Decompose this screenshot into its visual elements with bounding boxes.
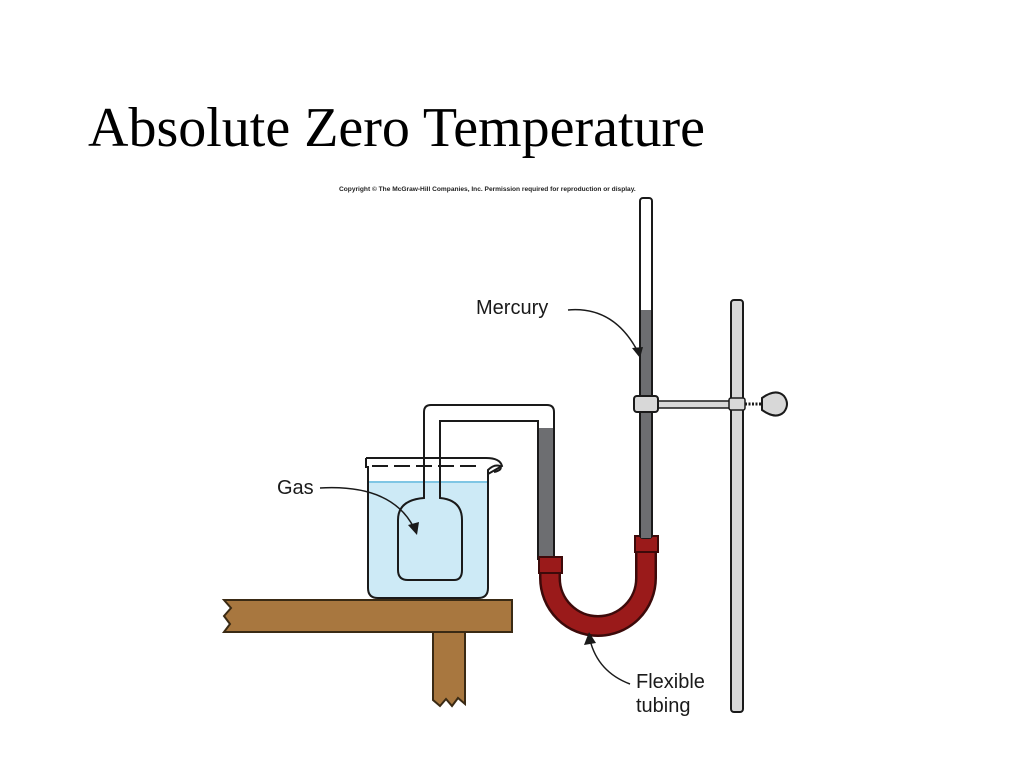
u-tube-fill <box>541 548 655 635</box>
beaker-rim <box>365 457 504 475</box>
left-mercury-column <box>539 428 553 560</box>
mercury-column <box>641 310 651 538</box>
tubing-arrow <box>589 639 631 685</box>
tubing-arrowhead-icon <box>584 632 596 645</box>
table <box>221 599 513 708</box>
ring-stand <box>633 299 788 713</box>
thumb-screw-icon <box>761 391 788 417</box>
label-gas-text: Gas <box>277 477 314 499</box>
mercury-arrow <box>567 308 639 353</box>
tubing-left-cap <box>538 556 563 574</box>
label-flexible-text: Flexible <box>636 671 705 693</box>
beaker <box>365 457 504 599</box>
clamp-ring <box>633 395 659 413</box>
label-gas: Gas <box>277 477 419 535</box>
mercury-tube <box>639 197 653 539</box>
gas-arrow <box>319 486 415 529</box>
connecting-tube <box>423 404 555 560</box>
mercury-arrowhead-icon <box>632 347 643 358</box>
clamp-holder <box>728 397 746 411</box>
label-mercury-text: Mercury <box>476 297 548 319</box>
label-flexible-tubing: Flexible tubing <box>584 632 705 717</box>
copyright-notice: Copyright © The McGraw-Hill Companies, I… <box>339 186 636 193</box>
stand-rod <box>730 299 744 713</box>
label-tubing-text: tubing <box>636 695 691 717</box>
gas-arrowhead-icon <box>408 522 419 535</box>
label-mercury: Mercury <box>476 297 643 358</box>
table-leg <box>432 631 466 708</box>
table-top <box>221 599 513 633</box>
slide-title: Absolute Zero Temperature <box>88 97 706 159</box>
flexible-tubing <box>538 535 659 637</box>
